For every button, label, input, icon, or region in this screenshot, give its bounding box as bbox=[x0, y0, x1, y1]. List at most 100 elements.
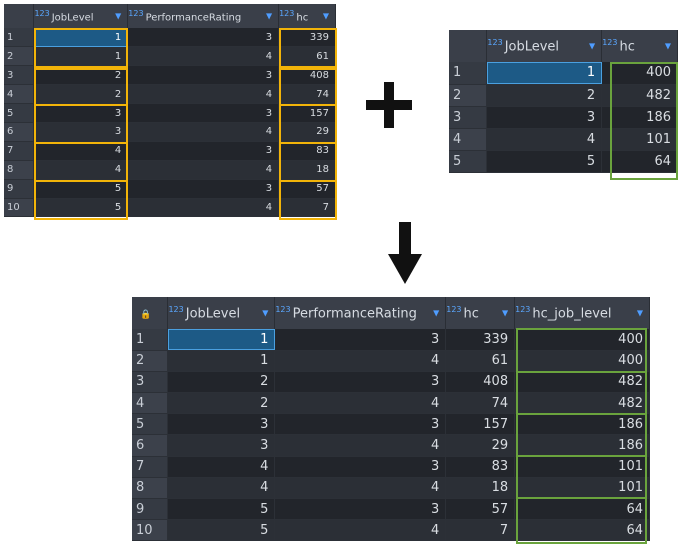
hc-cell[interactable]: 64 bbox=[601, 150, 678, 173]
performancerating-cell[interactable]: 4 bbox=[127, 84, 280, 105]
hc-cell[interactable]: 29 bbox=[445, 434, 516, 457]
row-number-cell[interactable]: 4 bbox=[132, 392, 169, 415]
row-number-cell[interactable]: 1 bbox=[449, 62, 488, 85]
hc-cell[interactable]: 400 bbox=[601, 62, 678, 85]
hc-cell[interactable]: 339 bbox=[445, 329, 516, 351]
row-number-cell[interactable]: 8 bbox=[132, 477, 169, 500]
hc-cell[interactable]: 157 bbox=[278, 103, 336, 123]
hc-cell[interactable]: 7 bbox=[445, 519, 516, 542]
performancerating-cell[interactable]: 3 bbox=[274, 371, 447, 394]
joblevel-cell[interactable]: 2 bbox=[33, 84, 129, 105]
hc-cell[interactable]: 482 bbox=[601, 84, 678, 107]
row-number-cell[interactable]: 9 bbox=[132, 498, 169, 521]
row-number-cell[interactable]: 1 bbox=[4, 28, 35, 48]
hc-cell[interactable]: 408 bbox=[278, 65, 336, 86]
performancerating-cell[interactable]: 3 bbox=[274, 456, 447, 478]
row-number-cell[interactable]: 5 bbox=[4, 103, 35, 123]
row-number-cell[interactable]: 3 bbox=[449, 106, 488, 129]
joblevel-cell[interactable]: 3 bbox=[33, 103, 129, 123]
hc-cell[interactable]: 74 bbox=[445, 392, 516, 415]
performancerating-cell[interactable]: 3 bbox=[127, 103, 280, 123]
joblevel-cell[interactable]: 5 bbox=[167, 498, 276, 521]
performancerating-cell[interactable]: 4 bbox=[127, 198, 280, 218]
row-number-cell[interactable]: 2 bbox=[132, 350, 169, 372]
hc-cell[interactable]: 18 bbox=[445, 477, 516, 500]
performancerating-cell[interactable]: 3 bbox=[127, 141, 280, 161]
row-number-cell[interactable]: 10 bbox=[132, 519, 169, 542]
performancerating-cell[interactable]: 4 bbox=[274, 434, 447, 457]
joblevel-cell[interactable]: 4 bbox=[167, 477, 276, 500]
row-number-cell[interactable]: 2 bbox=[449, 84, 488, 107]
sort-arrow-icon[interactable]: ▼ bbox=[433, 308, 440, 318]
performancerating-cell[interactable]: 4 bbox=[274, 519, 447, 542]
hc-cell[interactable]: 83 bbox=[278, 141, 336, 161]
hc-cell[interactable]: 101 bbox=[601, 128, 678, 151]
hc-cell[interactable]: 74 bbox=[278, 84, 336, 105]
hc-cell[interactable]: 61 bbox=[278, 46, 336, 67]
joblevel-cell[interactable]: 3 bbox=[486, 106, 603, 129]
sort-arrow-icon[interactable]: ▼ bbox=[589, 41, 596, 51]
performancerating-cell[interactable]: 4 bbox=[274, 392, 447, 415]
joblevel-cell[interactable]: 2 bbox=[486, 84, 603, 107]
hc-job-level-cell[interactable]: 400 bbox=[514, 329, 650, 351]
joblevel-cell[interactable]: 3 bbox=[167, 413, 276, 436]
row-number-cell[interactable]: 7 bbox=[132, 456, 169, 478]
hc-cell[interactable]: 29 bbox=[278, 122, 336, 142]
joblevel-cell[interactable]: 4 bbox=[167, 456, 276, 478]
joblevel-cell[interactable]: 1 bbox=[33, 46, 129, 67]
performancerating-cell[interactable]: 4 bbox=[127, 160, 280, 180]
sort-arrow-icon[interactable]: ▼ bbox=[664, 41, 671, 51]
row-number-cell[interactable]: 2 bbox=[4, 46, 35, 67]
row-number-cell[interactable]: 8 bbox=[4, 160, 35, 180]
performancerating-cell[interactable]: 4 bbox=[127, 122, 280, 142]
row-number-cell[interactable]: 7 bbox=[4, 141, 35, 161]
joblevel-cell[interactable]: 3 bbox=[167, 434, 276, 457]
row-number-cell[interactable]: 5 bbox=[449, 150, 488, 173]
hc-cell[interactable]: 18 bbox=[278, 160, 336, 180]
row-number-cell[interactable]: 10 bbox=[4, 198, 35, 218]
performancerating-cell[interactable]: 3 bbox=[127, 65, 280, 86]
joblevel-cell[interactable]: 1 bbox=[486, 62, 603, 85]
row-number-cell[interactable]: 3 bbox=[4, 65, 35, 86]
sort-arrow-icon[interactable]: ▼ bbox=[265, 11, 273, 21]
row-number-cell[interactable]: 3 bbox=[132, 371, 169, 394]
performancerating-cell[interactable]: 3 bbox=[127, 28, 280, 48]
performancerating-cell[interactable]: 3 bbox=[274, 329, 447, 351]
hc-cell[interactable]: 408 bbox=[445, 371, 516, 394]
performancerating-cell[interactable]: 3 bbox=[274, 413, 447, 436]
joblevel-cell[interactable]: 5 bbox=[33, 179, 129, 199]
hc-cell[interactable]: 61 bbox=[445, 350, 516, 372]
hc-cell[interactable]: 57 bbox=[278, 179, 336, 199]
joblevel-cell[interactable]: 1 bbox=[167, 350, 276, 372]
hc-job-level-cell[interactable]: 101 bbox=[514, 456, 650, 478]
performancerating-cell[interactable]: 4 bbox=[274, 350, 447, 372]
sort-arrow-icon[interactable]: ▼ bbox=[115, 11, 122, 21]
sort-arrow-icon[interactable]: ▼ bbox=[262, 308, 269, 318]
joblevel-cell[interactable]: 5 bbox=[167, 519, 276, 542]
joblevel-cell[interactable]: 4 bbox=[486, 128, 603, 151]
row-number-cell[interactable]: 5 bbox=[132, 413, 169, 436]
